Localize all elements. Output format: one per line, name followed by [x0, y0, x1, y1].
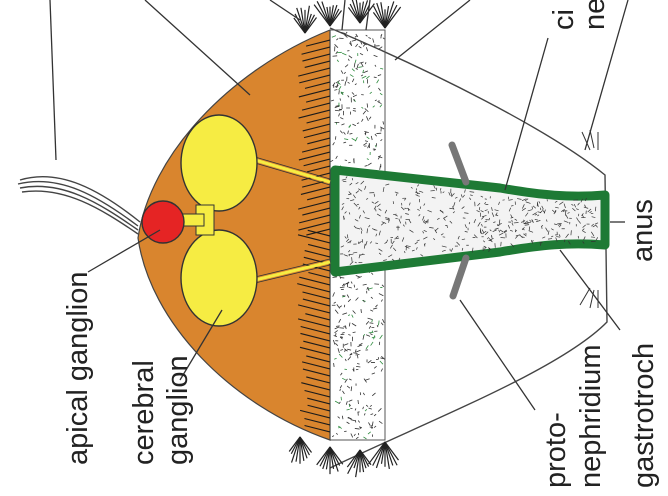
label-gastrotroch: gastrotroch — [628, 343, 660, 488]
apical-connector — [182, 214, 204, 226]
label-proto-line2: nephridium — [575, 345, 607, 488]
label-cil-partial: ci — [548, 9, 580, 30]
apical-tuft — [18, 177, 140, 234]
label-cerebral-line1: cerebral — [128, 360, 160, 465]
label-ne-partial: ne — [579, 0, 611, 30]
label-apical-ganglion: apical ganglion — [62, 272, 94, 465]
cerebral-ganglion-upper — [181, 115, 257, 211]
label-cerebral-line2: ganglion — [162, 355, 194, 465]
label-proto-line1: proto- — [540, 412, 572, 488]
cerebral-ganglion-lower — [181, 230, 257, 326]
label-anus: anus — [627, 199, 659, 262]
